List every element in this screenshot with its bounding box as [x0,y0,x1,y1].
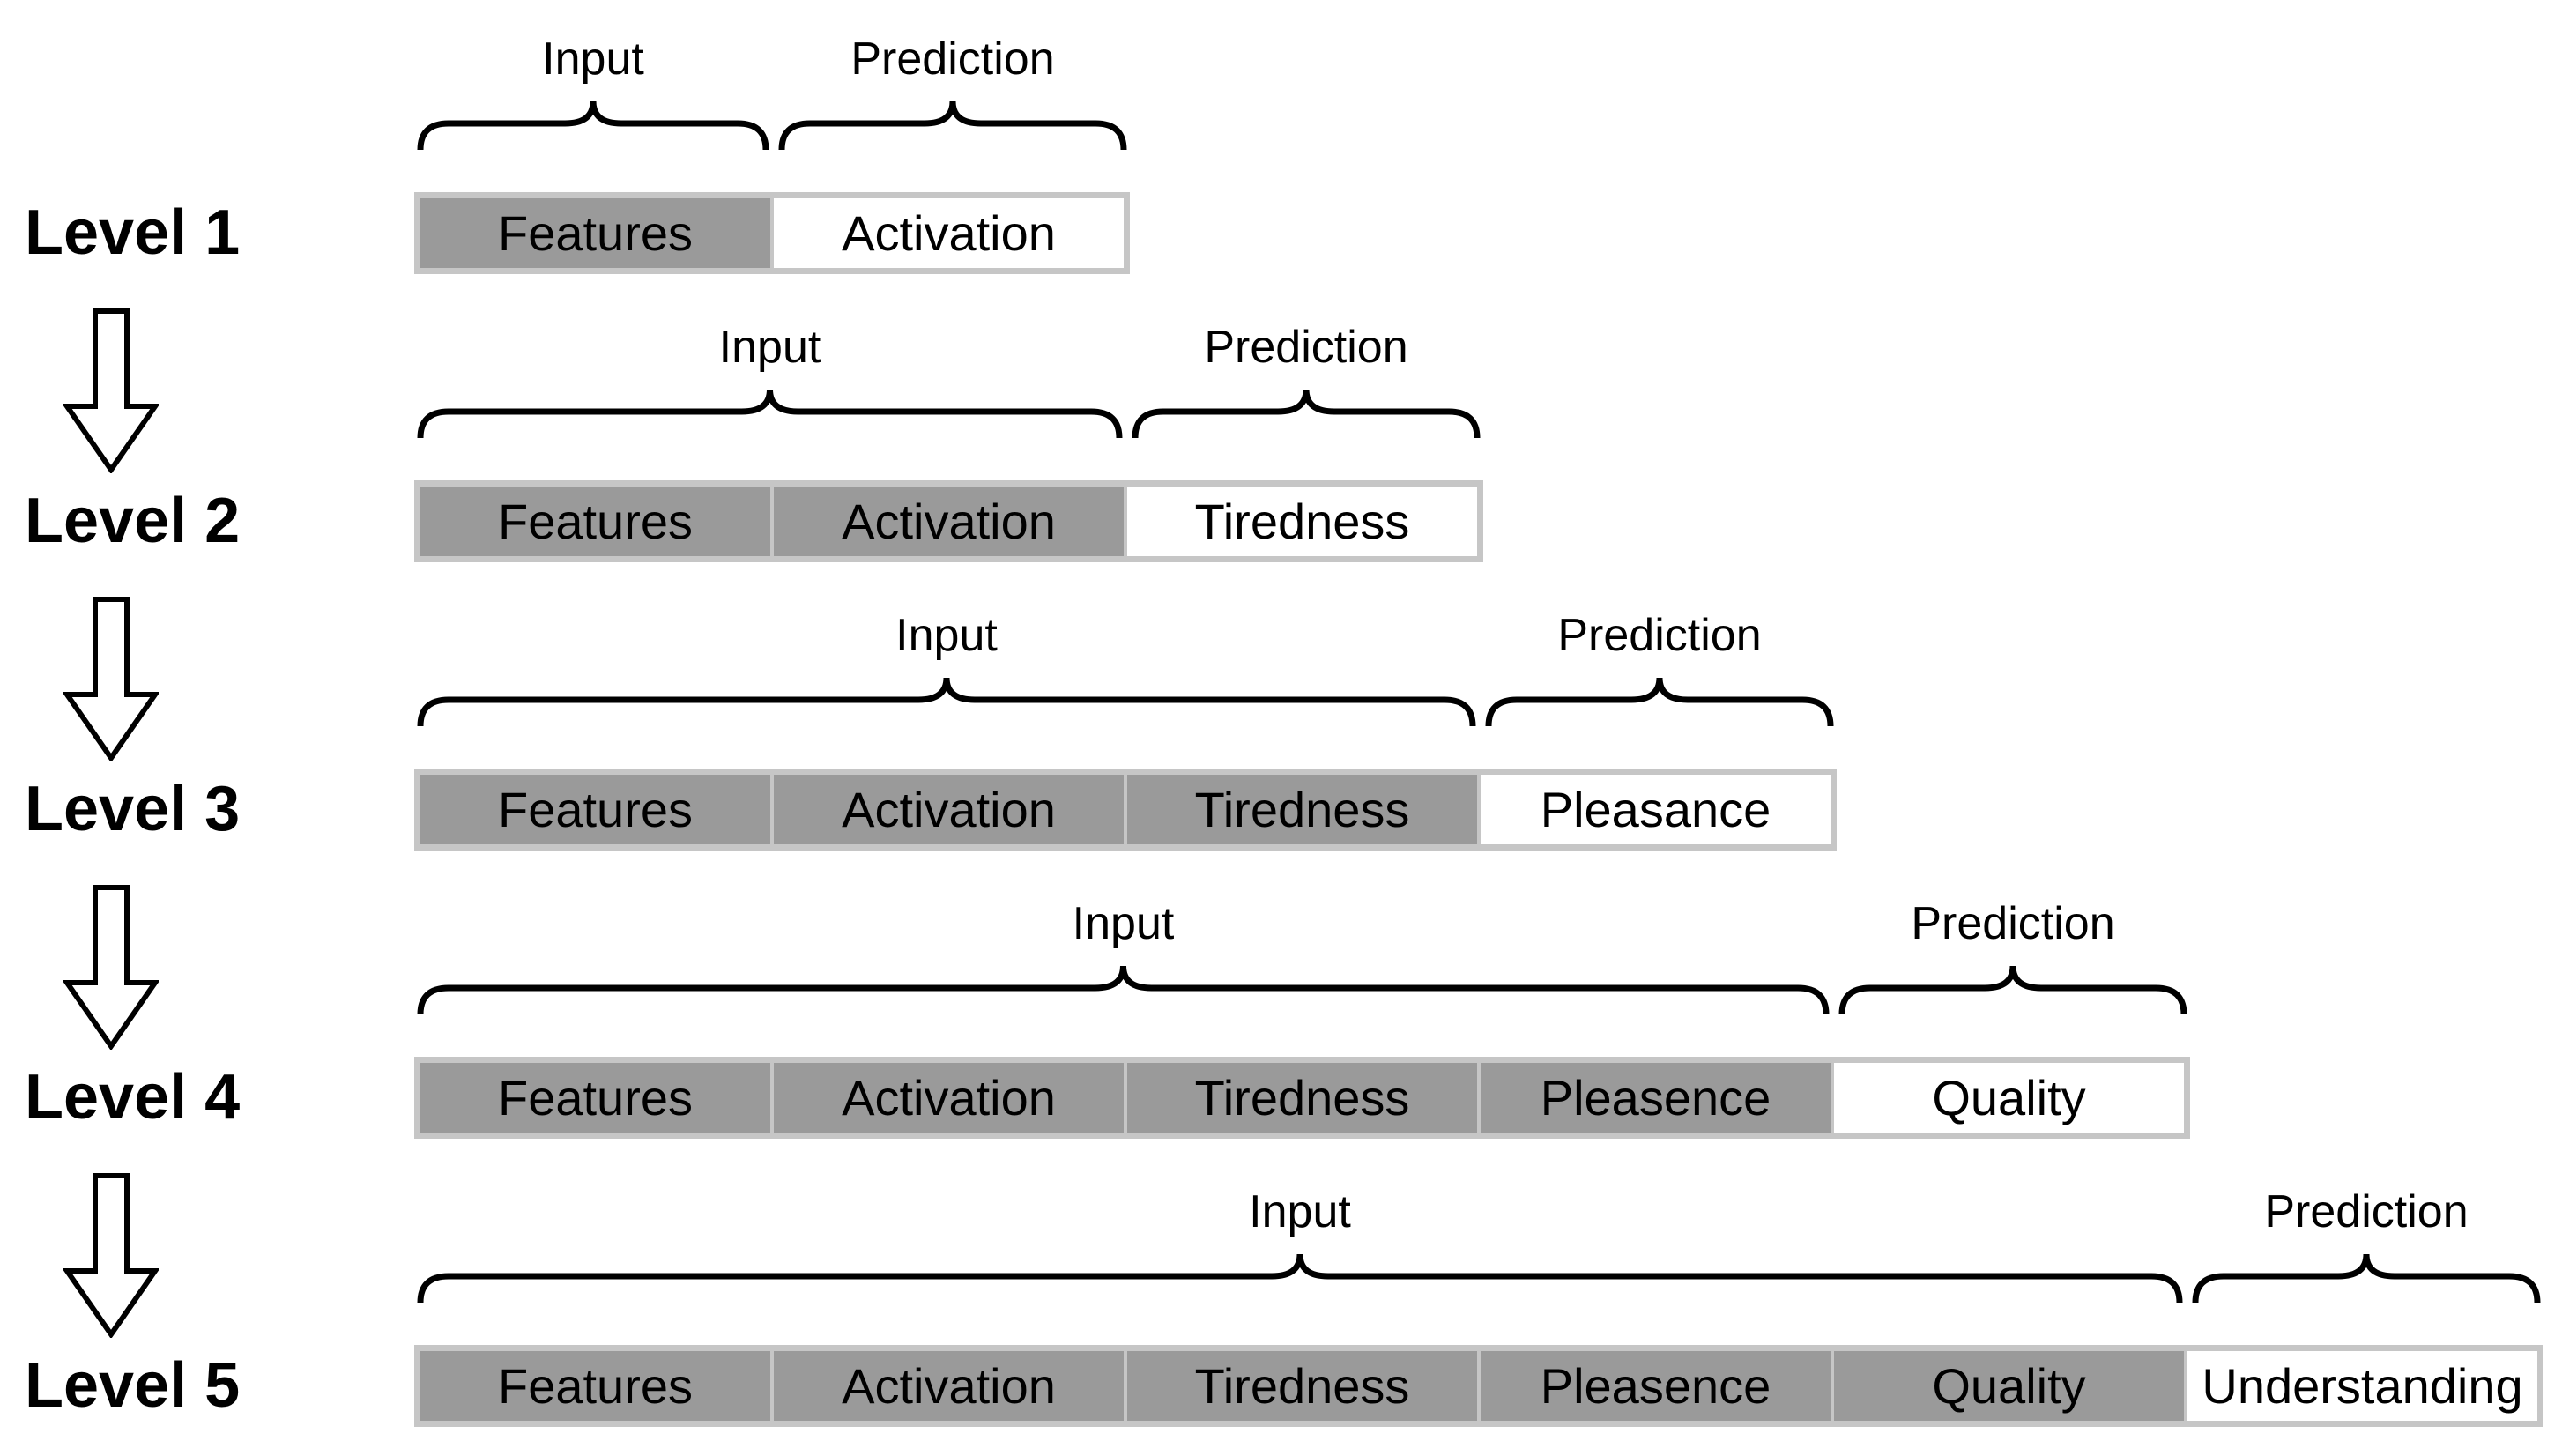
down-arrow-icon [63,597,159,761]
input-segment: Features [420,775,770,844]
input-segment: Activation [774,1063,1124,1133]
level-label: Level 4 [25,1062,241,1133]
prediction-brace [2192,1253,2541,1304]
input-group-label: Input [895,610,998,661]
down-arrow-icon [63,308,159,473]
input-segment: Features [420,198,770,268]
input-segment: Tiredness [1127,1063,1477,1133]
level-label: Level 2 [25,486,241,556]
input-segment: Pleasence [1481,1351,1831,1421]
input-brace [417,1253,2183,1304]
prediction-group-label: Prediction [1557,610,1762,661]
input-group-label: Input [542,33,644,85]
level-label: Level 5 [25,1350,241,1421]
input-group-label: Input [1249,1186,1351,1237]
input-segment: Activation [774,487,1124,556]
input-group-label: Input [1072,898,1175,949]
input-segment: Features [420,487,770,556]
level-label: Level 3 [25,774,241,844]
prediction-brace [1132,389,1481,439]
input-segment: Features [420,1063,770,1133]
input-segment: Activation [774,775,1124,844]
input-segment: Pleasence [1481,1063,1831,1133]
input-brace [417,965,1830,1015]
input-brace [417,389,1123,439]
input-brace [417,677,1476,727]
prediction-group-label: Prediction [1204,322,1408,373]
prediction-group-label: Prediction [1911,898,2115,949]
prediction-segment: Activation [774,198,1124,268]
prediction-brace [1485,677,1834,727]
prediction-brace [1838,965,2187,1015]
prediction-brace [778,100,1127,151]
prediction-segment: Pleasance [1481,775,1831,844]
prediction-segment: Understanding [2187,1351,2537,1421]
prediction-segment: Tiredness [1127,487,1477,556]
input-segment: Tiredness [1127,775,1477,844]
input-group-label: Input [718,322,821,373]
input-segment: Activation [774,1351,1124,1421]
input-brace [417,100,769,151]
down-arrow-icon [63,1173,159,1338]
level-label: Level 1 [25,197,241,268]
input-segment: Quality [1834,1351,2184,1421]
prediction-group-label: Prediction [850,33,1055,85]
input-segment: Features [420,1351,770,1421]
input-segment: Tiredness [1127,1351,1477,1421]
down-arrow-icon [63,885,159,1050]
prediction-group-label: Prediction [2264,1186,2469,1237]
prediction-segment: Quality [1834,1063,2184,1133]
